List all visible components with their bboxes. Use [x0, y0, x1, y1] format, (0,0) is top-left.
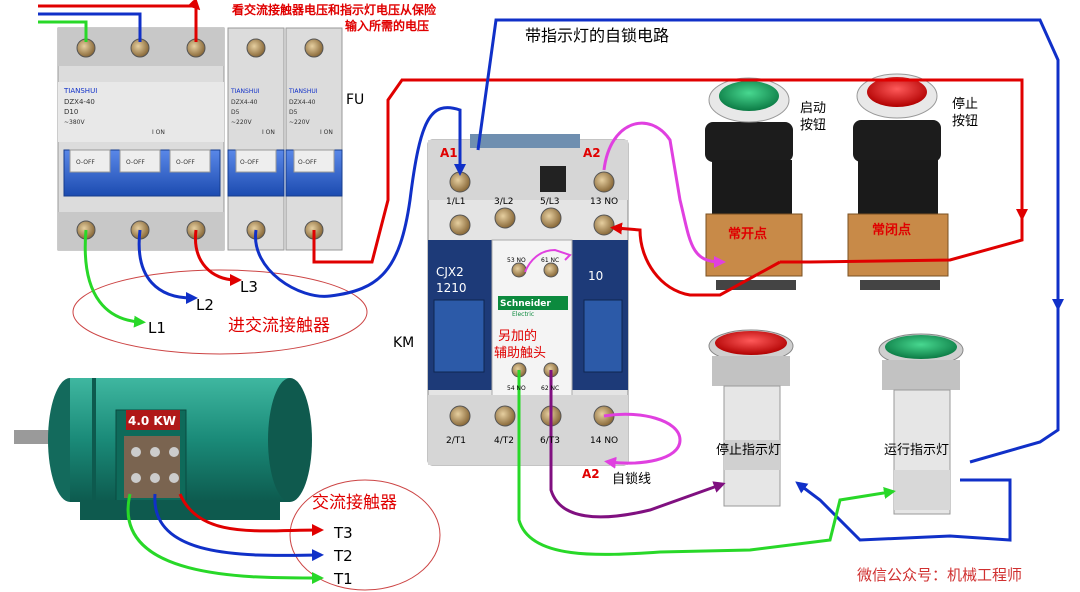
- l3-label: L3: [240, 278, 258, 296]
- start-button-label-2: 按钮: [800, 118, 826, 133]
- run-indicator-lamp: [878, 333, 964, 515]
- breaker-on-3: I ON: [320, 129, 333, 136]
- aux-62-nc: 62 NC: [541, 385, 559, 392]
- circuit-breaker-3p: [57, 27, 225, 251]
- header-note-line1: 看交流接触器电压和指示灯电压从保险: [232, 2, 437, 17]
- blue-top-wire: [476, 18, 1060, 464]
- t1-label: T1: [333, 570, 353, 588]
- feed-red-wire: [38, 0, 201, 42]
- terminal-4-t2: 4/T2: [494, 436, 514, 446]
- stop-indicator-lamp: [708, 329, 794, 507]
- breaker-model-1p-a: DZX4-40: [231, 99, 258, 106]
- contactor-model: CJX2: [436, 265, 464, 279]
- terminal-a2: A2: [583, 146, 601, 160]
- fu-red-arrows: [355, 78, 1022, 264]
- breaker-rating-1p-a: D5: [231, 109, 240, 116]
- aux-53-no: 53 NO: [507, 257, 526, 264]
- circuit-breaker-1p-a: [227, 27, 285, 251]
- stop-button-label-2: 按钮: [952, 114, 978, 129]
- contactor-brand: Schneider: [500, 299, 551, 309]
- breaker-model-3p: DZX4-40: [64, 98, 95, 106]
- aux-purple-wire: [549, 370, 726, 519]
- breaker-model-1p-b: DZX4-40: [289, 99, 316, 106]
- watermark: 微信公众号：机械工程师: [857, 566, 1022, 584]
- motor-power-label: 4.0 KW: [128, 414, 176, 428]
- start-button-label-1: 启动: [800, 101, 826, 116]
- terminal-13-no: 13 NO: [590, 197, 618, 207]
- aux-magenta-wire: [524, 248, 572, 273]
- l2-label: L2: [196, 296, 214, 314]
- t2-label: T2: [333, 547, 353, 565]
- breaker-on-2: I ON: [262, 129, 275, 136]
- blue-lamp-link: [795, 478, 1012, 542]
- t2-wire: [153, 493, 324, 562]
- header-note-line2: 输入所需的电压: [345, 18, 429, 33]
- fu-label: FU: [346, 92, 364, 108]
- contactor-number: 10: [588, 269, 603, 283]
- feed-green-wire: [38, 20, 88, 42]
- breaker-voltage-3p: ~380V: [64, 119, 85, 126]
- a2-magenta-wire: [602, 121, 726, 268]
- breaker-brand-1p-b: TIANSHUI: [288, 88, 318, 95]
- self-lock-label: 自锁线: [612, 471, 651, 487]
- motor: [14, 378, 312, 520]
- blue-arrows: [600, 18, 1058, 305]
- terminal-14-no: 14 NO: [590, 436, 618, 446]
- contactor-brand-sub: Electric: [512, 311, 534, 318]
- aux-61-nc: 61 NC: [541, 257, 559, 264]
- contactor-rating: 1210: [436, 281, 467, 295]
- breaker-voltage-1p-b: ~220V: [289, 119, 310, 126]
- breaker-off-5: O-OFF: [298, 159, 317, 166]
- stop-contact-label: 常闭点: [872, 222, 911, 238]
- breaker-brand: TIANSHUI: [63, 87, 97, 95]
- terminal-5-l3: 5/L3: [540, 197, 560, 207]
- l1-label: L1: [148, 319, 166, 337]
- fu-blue-wire: [254, 106, 466, 298]
- breaker-rating-3p: D10: [64, 108, 78, 116]
- terminal-a2-bottom: A2: [582, 467, 600, 481]
- stop-button: [847, 73, 949, 290]
- stop-button-label-1: 停止: [952, 96, 978, 112]
- motor-caption: 交流接触器: [312, 493, 397, 513]
- breaker-on-1: I ON: [152, 129, 165, 136]
- start-button: [705, 77, 803, 290]
- aux-54-no: 54 NO: [507, 385, 526, 392]
- t3-wire: [178, 493, 324, 537]
- red-start-return: [610, 222, 781, 297]
- terminal-1-l1: 1/L1: [446, 197, 466, 207]
- terminal-6-t3: 6/T3: [540, 436, 560, 446]
- t1-wire: [126, 493, 324, 585]
- stop-lamp-label: 停止指示灯: [716, 442, 781, 458]
- breaker-off-1: O-OFF: [76, 159, 95, 166]
- circuit-breaker-1p-b: [285, 27, 343, 251]
- aux-note-line2: 辅助触头: [494, 346, 546, 361]
- breaker-off-2: O-OFF: [126, 159, 145, 166]
- diagram-title: 带指示灯的自锁电路: [525, 26, 669, 45]
- breaker-voltage-1p-a: ~220V: [231, 119, 252, 126]
- incoming-caption: 进交流接触器: [228, 316, 330, 336]
- l3-wire: [194, 229, 242, 286]
- aux-note-line1: 另加的: [498, 328, 537, 344]
- t3-label: T3: [333, 524, 353, 542]
- breaker-off-4: O-OFF: [240, 159, 259, 166]
- feed-blue-wire: [38, 12, 142, 42]
- a2-self-lock-wire: [603, 412, 682, 469]
- motor-leads-oval: [289, 479, 441, 591]
- start-contact-label: 常开点: [728, 226, 767, 242]
- km-label: KM: [393, 335, 414, 351]
- terminal-2-t1: 2/T1: [446, 436, 466, 446]
- breaker-off-3: O-OFF: [176, 159, 195, 166]
- l1-wire: [83, 229, 146, 328]
- aux-green-wire: [517, 370, 896, 556]
- fu-red-wire: [312, 78, 1024, 264]
- l2-wire: [137, 229, 198, 304]
- run-lamp-label: 运行指示灯: [884, 443, 949, 458]
- breaker-brand-1p-a: TIANSHUI: [230, 88, 260, 95]
- incoming-lines-oval: [72, 269, 368, 355]
- terminal-3-l2: 3/L2: [494, 197, 514, 207]
- breaker-rating-1p-b: D5: [289, 109, 298, 116]
- terminal-a1: A1: [440, 146, 458, 160]
